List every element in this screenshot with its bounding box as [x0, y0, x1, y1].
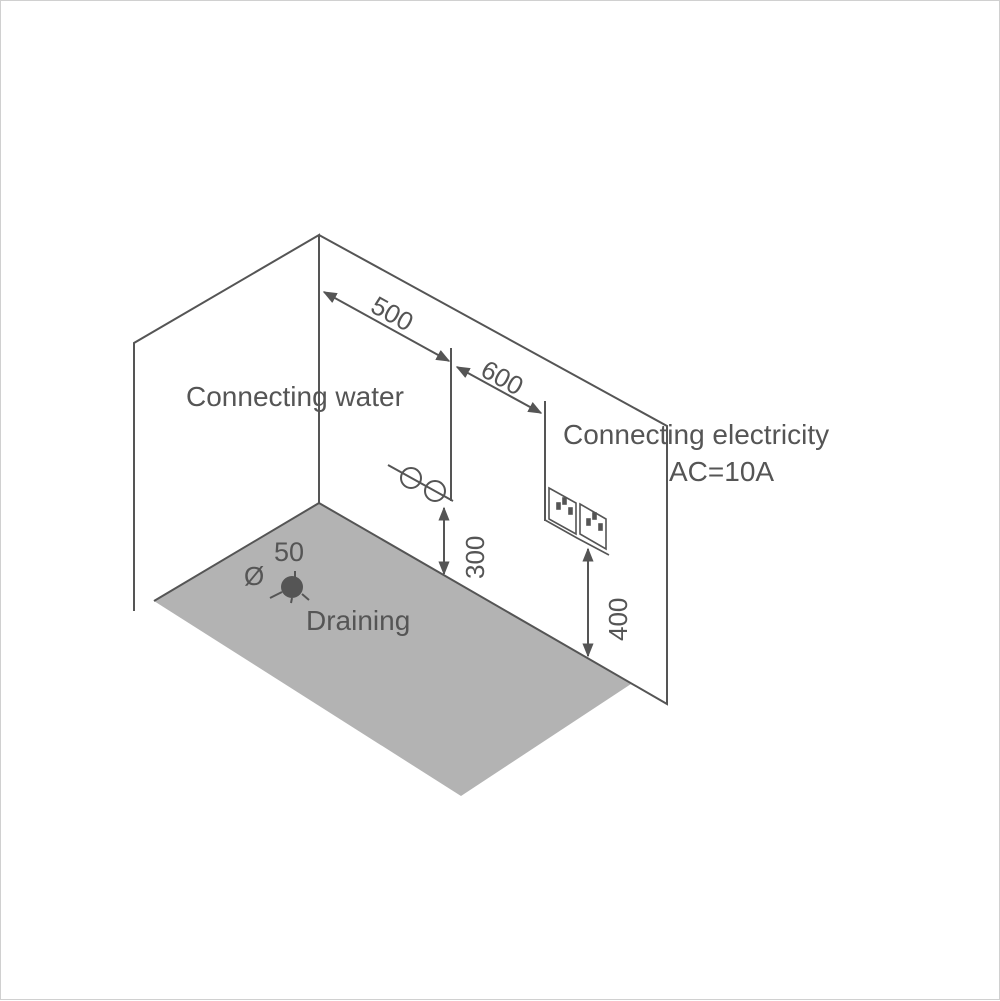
dimension-500-label: 500 — [366, 290, 418, 337]
current-label: AC=10A — [669, 456, 774, 487]
dimension-600-arrow — [455, 366, 543, 414]
drain-icon — [269, 571, 310, 604]
draining-label: Draining — [306, 605, 410, 636]
back-wall — [318, 234, 668, 706]
water-valves-icon — [387, 464, 454, 502]
diameter-symbol: Ø — [244, 561, 264, 591]
dimension-300-label: 300 — [460, 536, 490, 579]
dimension-400-label: 400 — [603, 598, 633, 641]
water-label: Connecting water — [186, 381, 404, 412]
dimension-500-arrow — [322, 291, 451, 362]
dimension-600-label: 600 — [476, 354, 528, 401]
electricity-label: Connecting electricity — [563, 419, 829, 450]
drain-diameter-label: 50 — [274, 537, 304, 567]
floor — [154, 503, 631, 796]
electric-sockets-icon — [544, 486, 610, 556]
